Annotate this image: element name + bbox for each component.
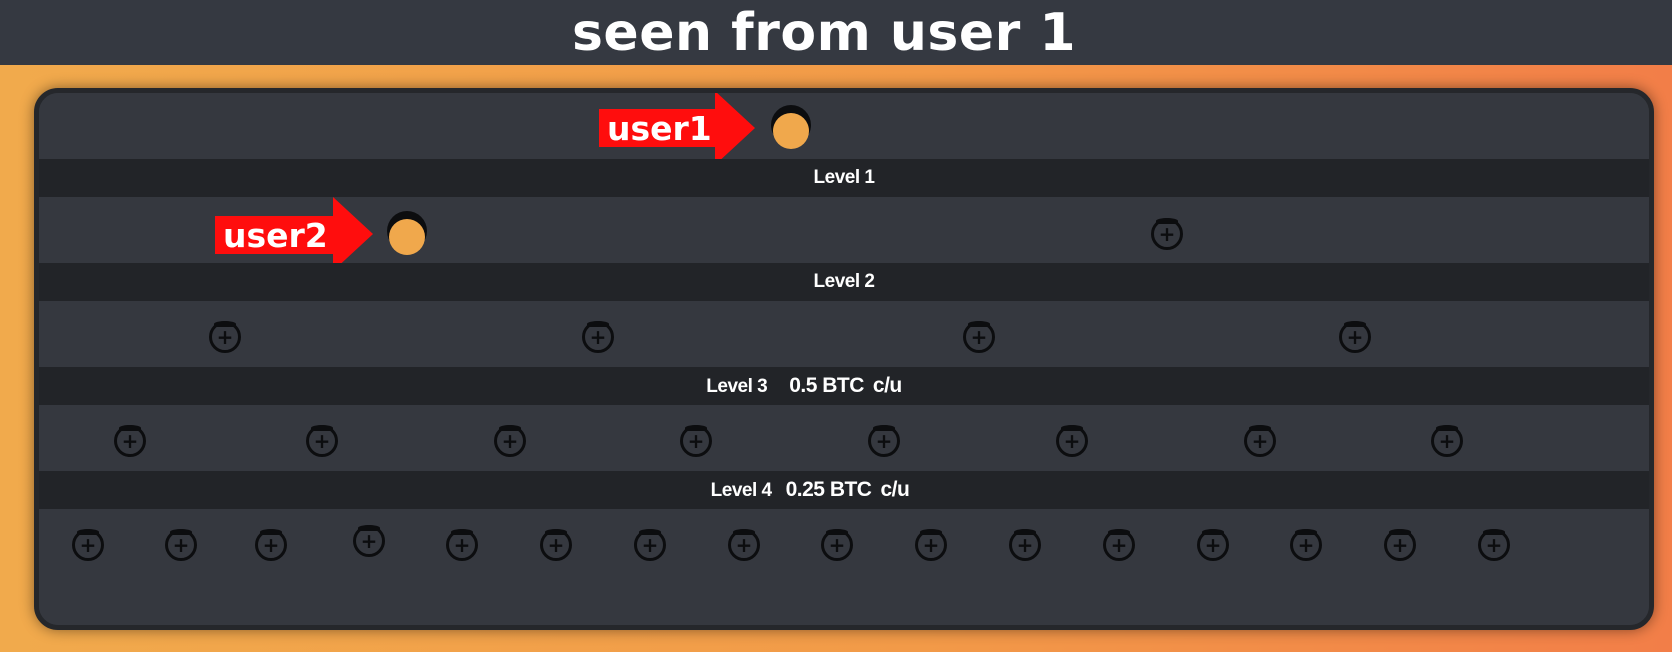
empty-slot[interactable]: + [1197,529,1229,561]
empty-slot[interactable]: + [353,525,385,557]
level-2-band: Level 2 [39,263,1649,301]
empty-slot[interactable]: + [1290,529,1322,561]
empty-slot[interactable]: + [634,529,666,561]
plus-icon: + [1346,325,1364,349]
plus-icon: + [589,325,607,349]
user1-arrow-head [715,93,755,165]
empty-slot[interactable]: + [1009,529,1041,561]
plus-icon: + [1391,533,1409,557]
plus-icon: + [970,325,988,349]
row-level-3: + + + + + + + + [39,405,1649,477]
page-title: seen from user 1 [571,2,1077,63]
plus-icon: + [1485,533,1503,557]
empty-slot[interactable]: + [1384,529,1416,561]
plus-icon: + [1063,429,1081,453]
empty-slot[interactable]: + [868,425,900,457]
empty-slot[interactable]: + [114,425,146,457]
user2-node[interactable] [389,219,425,255]
empty-slot[interactable]: + [963,321,995,353]
plus-icon: + [547,533,565,557]
plus-icon: + [172,533,190,557]
empty-slot[interactable]: + [446,529,478,561]
empty-slot[interactable]: + [1431,425,1463,457]
row-level-2: + + + + [39,301,1649,373]
level-3-label: Level 3 [706,376,768,397]
level-3-unit: c/u [872,374,902,397]
plus-icon: + [453,533,471,557]
title-bar: seen from user 1 [0,0,1672,65]
empty-slot[interactable]: + [915,529,947,561]
level-2-label: Level 2 [813,271,875,292]
empty-slot[interactable]: + [582,321,614,353]
user2-arrow-label: user2 [215,215,337,255]
plus-icon: + [1438,429,1456,453]
empty-slot[interactable]: + [540,529,572,561]
plus-icon: + [1158,222,1176,246]
user2-arrow-head [333,197,373,271]
empty-slot[interactable]: + [1103,529,1135,561]
plus-icon: + [360,529,378,553]
level-4-label: Level 4 [710,480,772,501]
level-4-text: Level 4 0.25 BTC c/u [711,478,910,502]
empty-slot[interactable]: + [1339,321,1371,353]
plus-icon: + [1297,533,1315,557]
empty-slot[interactable]: + [1478,529,1510,561]
plus-icon: + [501,429,519,453]
level-4-unit: c/u [880,478,910,501]
row-level-1: user2 + [39,197,1649,271]
user1-label: user1 [607,108,712,148]
plus-icon: + [828,533,846,557]
plus-icon: + [262,533,280,557]
empty-slot[interactable]: + [72,529,104,561]
user1-arrow-label: user1 [599,108,721,148]
user1-node[interactable] [773,113,809,149]
row-level-4: + + + + + + + + + + + + + + + + [39,509,1649,625]
referral-board: user1 Level 1 user2 + Level 2 + + + + Le… [34,88,1654,630]
empty-slot[interactable]: + [680,425,712,457]
empty-slot[interactable]: + [494,425,526,457]
empty-slot[interactable]: + [165,529,197,561]
plus-icon: + [121,429,139,453]
plus-icon: + [216,325,234,349]
plus-icon: + [922,533,940,557]
level-3-text: Level 3 0.5 BTC c/u [706,374,902,398]
plus-icon: + [1204,533,1222,557]
plus-icon: + [1110,533,1128,557]
empty-slot[interactable]: + [209,321,241,353]
level-4-band: Level 4 0.25 BTC c/u [39,471,1649,509]
empty-slot[interactable]: + [1151,218,1183,250]
level-3-price: 0.5 BTC [789,374,864,397]
empty-slot[interactable]: + [255,529,287,561]
plus-icon: + [313,429,331,453]
level-3-band: Level 3 0.5 BTC c/u [39,367,1649,405]
user2-label: user2 [223,215,328,255]
plus-icon: + [1251,429,1269,453]
plus-icon: + [687,429,705,453]
plus-icon: + [641,533,659,557]
plus-icon: + [1016,533,1034,557]
empty-slot[interactable]: + [728,529,760,561]
plus-icon: + [735,533,753,557]
row-top: user1 [39,93,1649,165]
plus-icon: + [875,429,893,453]
level-1-band: Level 1 [39,159,1649,197]
level-4-price: 0.25 BTC [785,478,872,501]
empty-slot[interactable]: + [1244,425,1276,457]
plus-icon: + [79,533,97,557]
empty-slot[interactable]: + [306,425,338,457]
empty-slot[interactable]: + [1056,425,1088,457]
empty-slot[interactable]: + [821,529,853,561]
level-1-label: Level 1 [813,167,875,188]
